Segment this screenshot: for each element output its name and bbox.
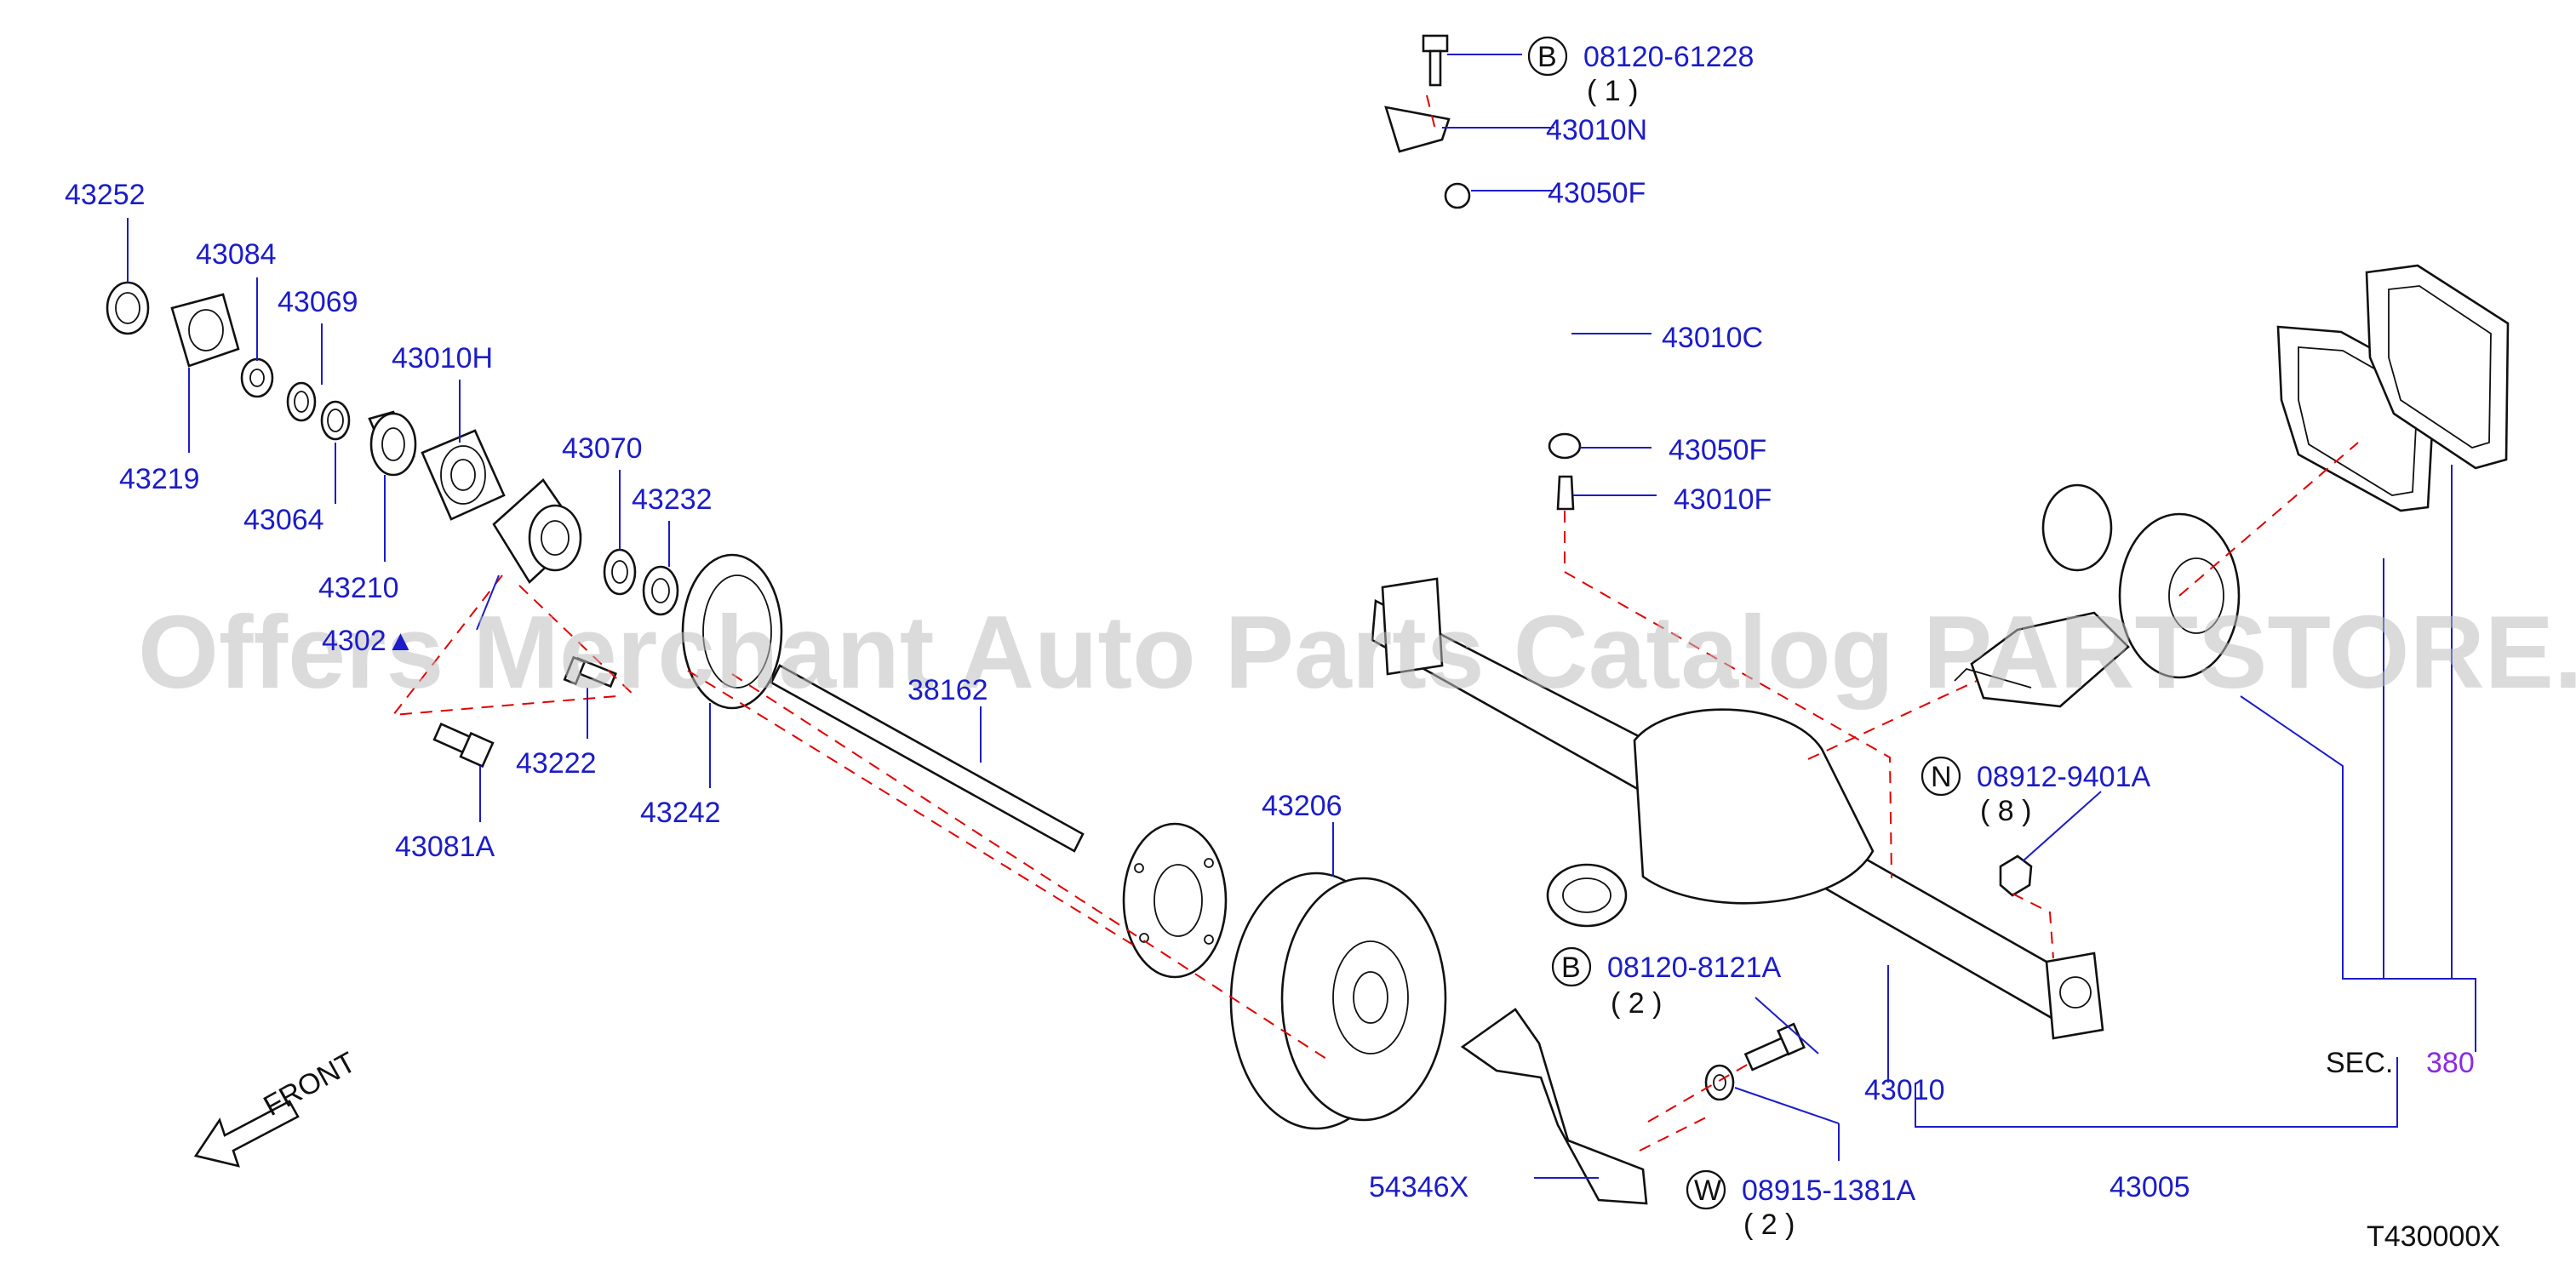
- assembly-lines: [391, 94, 2359, 1152]
- callout-43010H[interactable]: 43010H: [392, 342, 493, 374]
- callout-43069[interactable]: 43069: [278, 286, 358, 318]
- brake-drum-43206-drawing: [1229, 872, 1447, 1130]
- nut-08912-9401A-drawing: [1999, 854, 2033, 897]
- callout-43084[interactable]: 43084: [196, 238, 277, 271]
- callout-43252[interactable]: 43252: [65, 179, 146, 211]
- callout-43081A[interactable]: 43081A: [395, 831, 495, 863]
- callout-43219[interactable]: 43219: [119, 463, 200, 495]
- gasket-43219-drawing: [170, 293, 240, 368]
- std-letter: B: [1537, 41, 1557, 73]
- bearing-cage-43010H-drawing: [421, 429, 506, 521]
- standard-part-08912-9401A[interactable]: N 08912-9401A ( 8 ): [1921, 756, 2151, 827]
- lock-washer-43069-drawing: [286, 381, 317, 422]
- callout-43005[interactable]: 43005: [2109, 1171, 2190, 1203]
- bearing-43210-drawing: [368, 410, 417, 477]
- axle-shaft-38162-drawing: [770, 664, 1228, 979]
- callout-43210[interactable]: 43210: [318, 572, 399, 604]
- bolt-43081A-drawing: [432, 722, 495, 769]
- std-qty: ( 8 ): [1980, 795, 2031, 827]
- callout-43064[interactable]: 43064: [243, 504, 324, 536]
- front-label: FRONT: [258, 1046, 361, 1123]
- std-letter: W: [1694, 1174, 1721, 1207]
- callout-43010N[interactable]: 43010N: [1546, 114, 1647, 146]
- std-number[interactable]: 08120-61228: [1583, 41, 1754, 73]
- backing-plate-43242-drawing: [681, 553, 783, 710]
- spacer-43070-drawing: [603, 548, 637, 596]
- callout-4302x[interactable]: 4302▲: [322, 625, 415, 657]
- sec-label: SEC.: [2326, 1047, 2393, 1079]
- washer-08915-1381A-drawing: [1704, 1064, 1735, 1101]
- std-number[interactable]: 08912-9401A: [1977, 761, 2151, 793]
- callout-43050F-top[interactable]: 43050F: [1548, 177, 1646, 209]
- callout-43050F-bottom[interactable]: 43050F: [1669, 434, 1766, 466]
- diagram-code: T430000X: [2367, 1220, 2500, 1253]
- callout-43010C[interactable]: 43010C: [1662, 322, 1763, 354]
- lock-nut-43084-drawing: [240, 357, 274, 398]
- callout-38162[interactable]: 38162: [907, 674, 988, 706]
- std-qty: ( 2 ): [1611, 987, 1662, 1020]
- callout-54346X[interactable]: 54346X: [1369, 1171, 1468, 1203]
- std-qty: ( 1 ): [1587, 75, 1638, 107]
- oil-seal-43252-drawing: [106, 281, 150, 335]
- breather-assembly-drawing: [1384, 34, 1582, 511]
- callout-43010[interactable]: 43010: [1864, 1074, 1945, 1106]
- std-qty: ( 2 ): [1743, 1209, 1795, 1241]
- callout-43222[interactable]: 43222: [516, 747, 597, 780]
- std-number[interactable]: 08915-1381A: [1742, 1174, 1916, 1207]
- callout-43232[interactable]: 43232: [632, 483, 713, 516]
- bolt-08120-8121A-drawing: [1743, 1022, 1806, 1072]
- callout-43206[interactable]: 43206: [1262, 790, 1342, 822]
- front-arrow-icon: [193, 1100, 300, 1168]
- bearing-43232-drawing: [642, 565, 679, 616]
- bracket-54346X-drawing: [1460, 1008, 1648, 1205]
- callout-43010F[interactable]: 43010F: [1674, 483, 1772, 516]
- spacer-43064-drawing: [320, 400, 351, 441]
- callouts: 43252 43084 43069 43219 43064 43010H 432…: [65, 114, 2190, 1203]
- callout-43070[interactable]: 43070: [562, 432, 643, 465]
- hub-bolt-43222-drawing: [563, 655, 617, 689]
- callout-43242[interactable]: 43242: [640, 797, 721, 829]
- leader-lines: [127, 54, 2476, 1179]
- std-number[interactable]: 08120-8121A: [1607, 952, 1782, 984]
- std-letter: B: [1561, 952, 1581, 984]
- standard-part-08120-61228[interactable]: B 08120-61228 ( 1 ): [1527, 36, 1754, 107]
- flange-housing-4302x-drawing: [492, 478, 582, 585]
- rear-cover-drawing: [2365, 264, 2510, 470]
- std-letter: N: [1931, 761, 1952, 793]
- sec-ref-link[interactable]: 380: [2426, 1047, 2475, 1079]
- part-drawings: [106, 34, 2510, 1205]
- standard-part-08915-1381A[interactable]: W 08915-1381A ( 2 ): [1686, 1169, 1916, 1241]
- standard-part-08120-8121A[interactable]: B 08120-8121A ( 2 ): [1551, 946, 1782, 1020]
- watermark: Offers Merchant Auto Parts Catalog PARTS…: [138, 594, 2576, 710]
- differential-drawing: [1954, 483, 2241, 708]
- axle-housing-43010-drawing: [1371, 577, 2104, 1040]
